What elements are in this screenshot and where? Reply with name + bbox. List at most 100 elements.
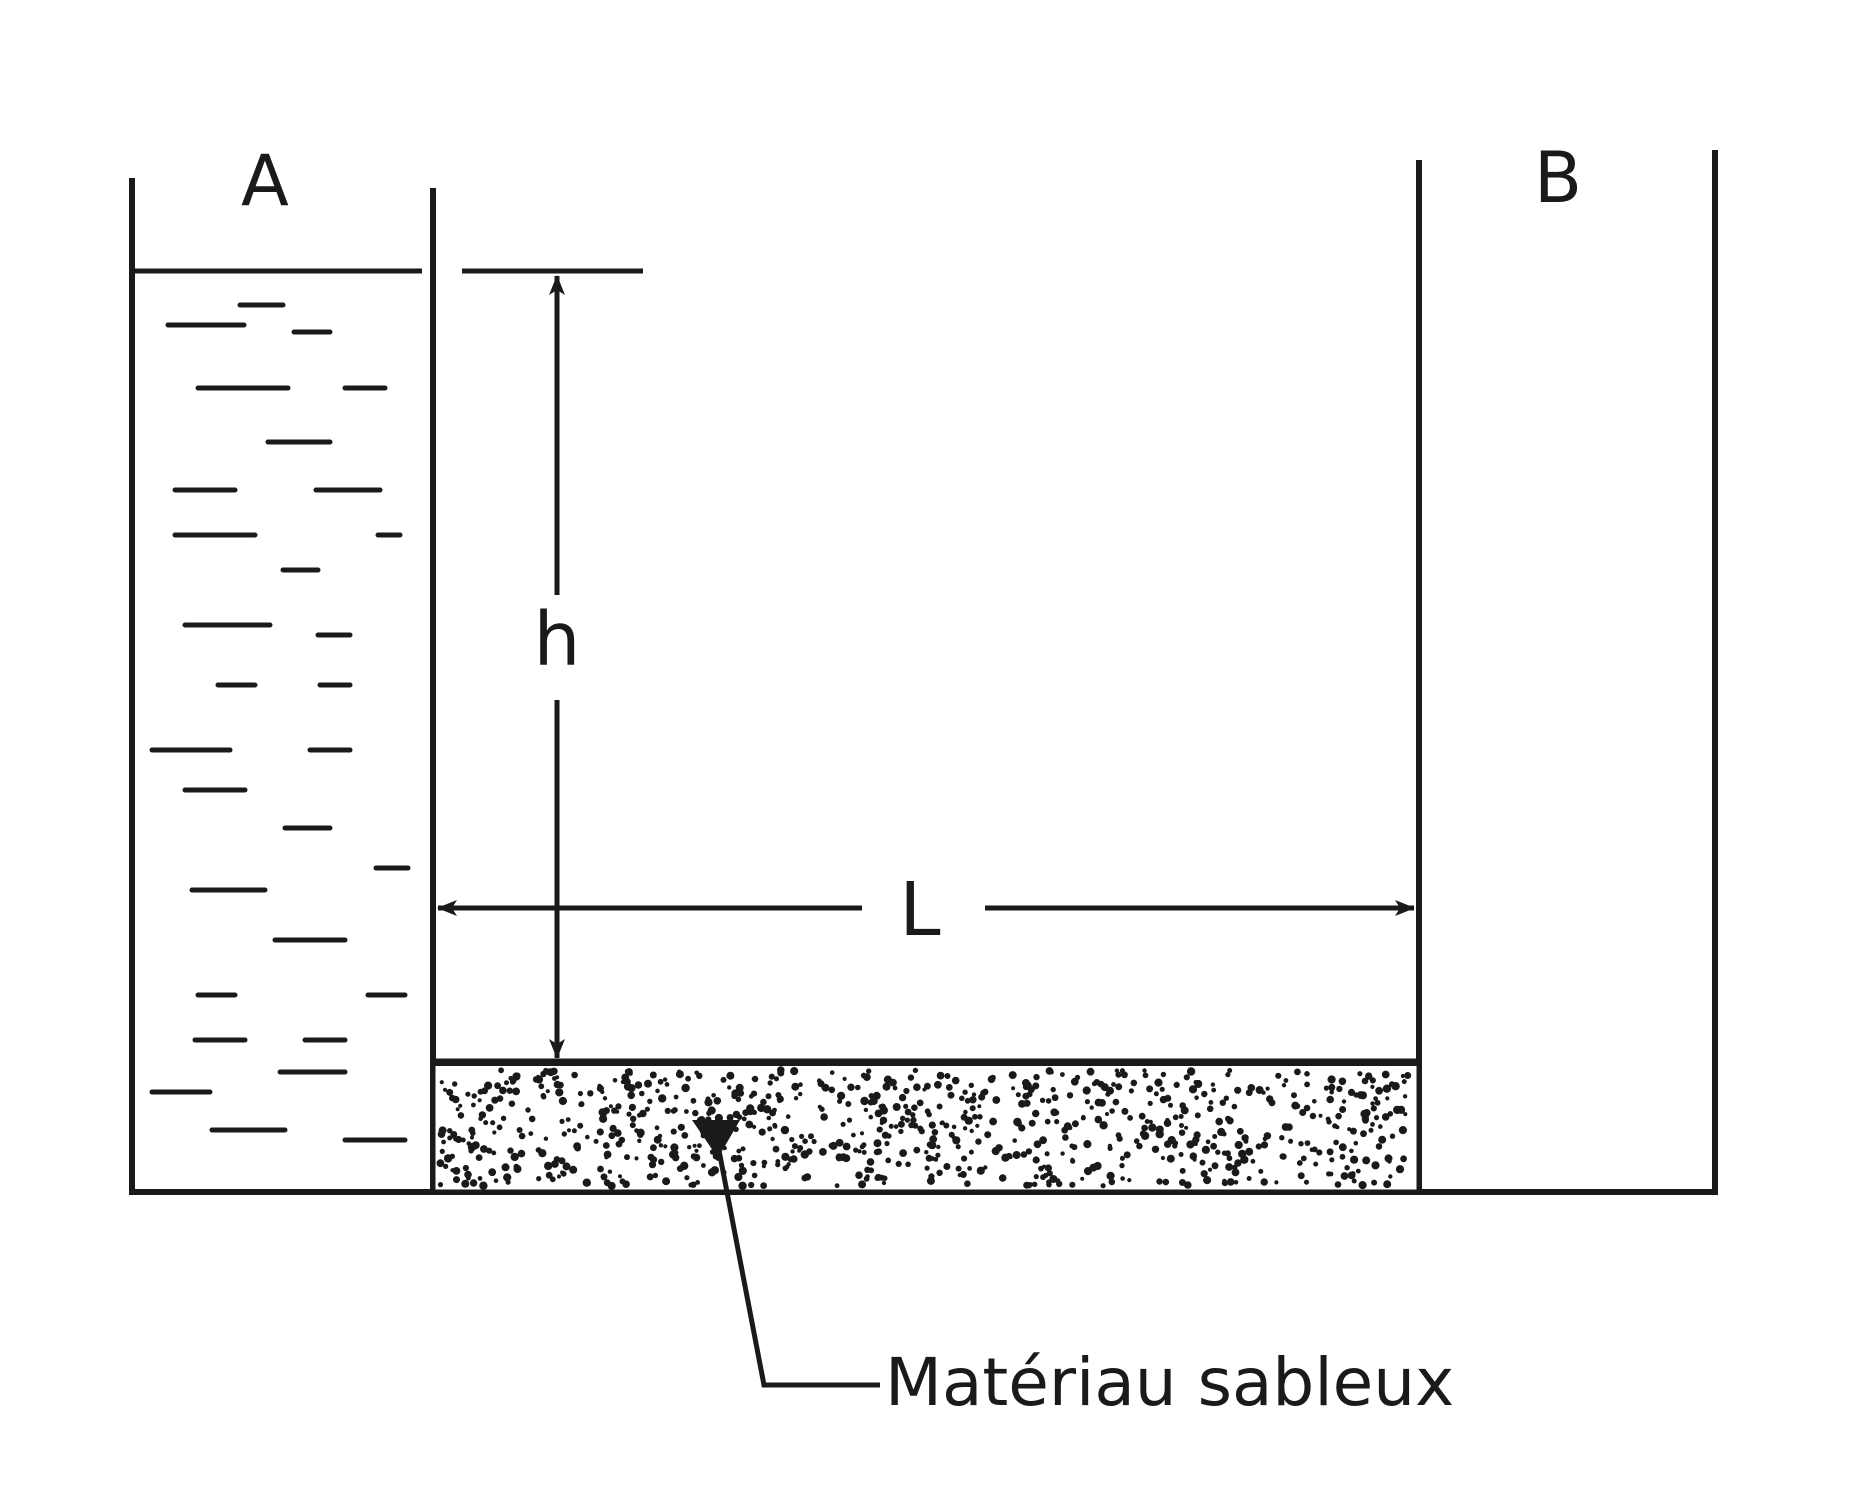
sand-dot [555,1088,564,1097]
sand-dot [1159,1086,1165,1092]
sand-dot [765,1093,772,1100]
sand-dot [727,1085,732,1090]
sand-dot [692,1109,699,1117]
sand-dot [1112,1098,1120,1106]
sand-dot [1371,1161,1380,1170]
sand-dot [1089,1163,1098,1172]
sand-dot [545,1171,553,1179]
sand-dot [647,1098,653,1105]
sand-dot [955,1144,961,1150]
sand-dot [790,1067,799,1076]
sand-dot [508,1100,516,1107]
sand-dot [1233,1180,1239,1185]
sand-dot [1136,1142,1143,1150]
sand-dot [726,1114,734,1121]
sand-dot [485,1104,494,1112]
sand-dot [477,1176,483,1181]
sand-dot [1146,1085,1154,1093]
sand-dot [969,1096,977,1104]
sand-dot [847,1083,855,1091]
sand-dot [1362,1156,1371,1165]
sand-dot [455,1107,460,1112]
sand-dot [977,1114,983,1120]
sand-dot [1008,1071,1017,1080]
sand-dot [471,1102,476,1108]
sand-dot [658,1158,665,1166]
sand-dot [987,1075,996,1084]
sand-dot [1201,1090,1208,1098]
sand-dot [929,1135,938,1144]
sand-dot [1334,1181,1342,1188]
sand-dot [863,1107,869,1113]
sand-dot [615,1109,620,1114]
sand-dot [889,1078,897,1087]
sand-dot [876,1126,883,1133]
sand-dot [1358,1091,1367,1100]
sand-dot [571,1128,577,1134]
sand-dot [910,1112,916,1118]
sand-dot [1071,1120,1079,1128]
sand-dot [1219,1099,1227,1106]
sand-dot [1086,1067,1095,1076]
sand-dot [1062,1134,1069,1141]
sand-dot [924,1165,930,1171]
sand-dot [670,1108,677,1114]
sand-dot [899,1149,907,1157]
sand-dot [1044,1151,1050,1157]
sand-dot [1365,1072,1373,1080]
sand-dot [842,1142,851,1151]
sand-dot [928,1173,935,1180]
sand-dot [1231,1168,1240,1177]
sand-dot [561,1131,567,1137]
sand-dot [609,1124,617,1132]
sand-dot [1381,1113,1390,1121]
sand-dot [1395,1165,1405,1174]
sand-dot [895,1160,902,1167]
sand-dot [1226,1117,1234,1125]
sand-dot [639,1090,645,1097]
sand-dot [1160,1071,1167,1078]
sand-dot [750,1160,757,1167]
sand-dot [598,1108,607,1117]
sand-dot [1245,1089,1253,1097]
sand-dot [1160,1155,1165,1161]
sand-dot [984,1131,992,1139]
sand-dot [1265,1086,1270,1091]
sand-dot [1374,1099,1381,1106]
sand-dot [687,1145,692,1150]
sand-dot [1339,1153,1346,1160]
sand-dot [931,1129,939,1136]
sand-dot [545,1089,550,1094]
sand-dot [758,1128,766,1136]
sand-dot [614,1129,622,1137]
sand-dot [1338,1143,1347,1152]
sand-dot [1066,1092,1074,1099]
sand-dot [578,1102,583,1107]
sand-dot [944,1073,951,1079]
sand-dot [1240,1155,1249,1164]
sand-dot [726,1071,735,1080]
sand-dot [1069,1181,1076,1188]
sand-dot [649,1071,657,1079]
sand-dot [1297,1172,1305,1180]
sand-dot [602,1142,610,1149]
sand-dot [976,1166,985,1175]
sand-dot [925,1154,933,1162]
sand-dot [842,1076,847,1081]
sand-dot [819,1148,827,1156]
tank-a-label: A [241,140,289,222]
sand-dot [904,1117,911,1123]
sand-dot [1028,1119,1036,1127]
sand-dot [961,1155,968,1162]
sand-dot [1215,1117,1223,1126]
sand-dot [1327,1075,1336,1084]
sand-dot [746,1106,755,1116]
sand-dot [558,1096,568,1106]
sand-dot [1130,1079,1138,1087]
sand-dot [1155,1125,1164,1134]
sand-dot [789,1136,795,1143]
sand-dot [1142,1072,1149,1079]
sand-dot [1022,1079,1030,1087]
sand-dot [1082,1086,1091,1095]
sand-dot [654,1125,660,1131]
